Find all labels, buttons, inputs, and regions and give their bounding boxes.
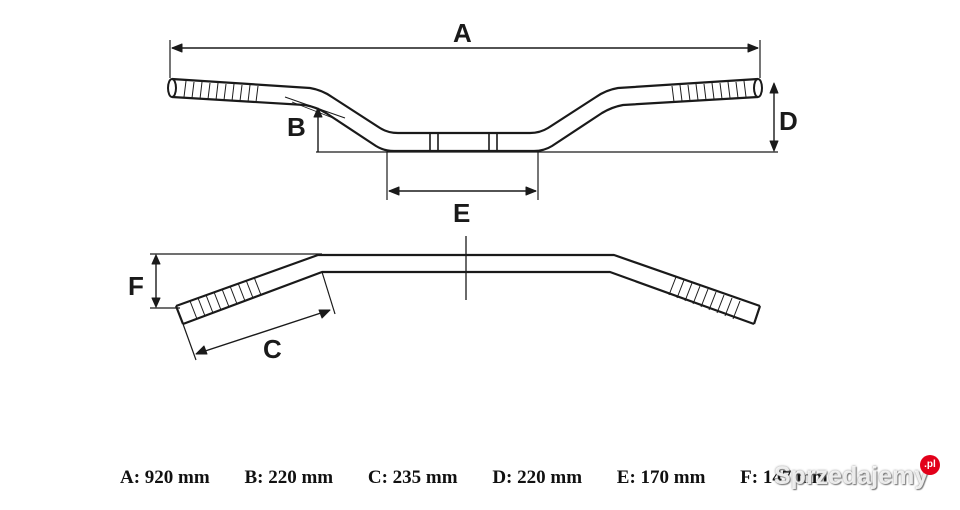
top-bar-top-edge xyxy=(175,253,761,308)
spec-list: A: 920 mm B: 220 mm C: 235 mm D: 220 mm … xyxy=(120,467,858,495)
dimension-c-arrow-right xyxy=(318,309,331,319)
dimension-d-arrow-top xyxy=(769,82,779,94)
front-view xyxy=(167,40,779,200)
dimension-c-ext-left xyxy=(182,323,197,361)
handlebar-diagram: A B D E F C xyxy=(128,18,798,364)
label-f: F xyxy=(128,271,144,301)
clamp-marker-left xyxy=(429,132,439,152)
label-a: A xyxy=(453,18,472,48)
top-bar-right-end xyxy=(752,305,762,325)
watermark-badge: .pl xyxy=(920,455,940,475)
dimension-a-arrow-right xyxy=(747,43,759,53)
top-view xyxy=(150,236,762,361)
spec-f: F: 147 mm xyxy=(740,467,828,488)
front-bend-shade-2 xyxy=(291,101,339,121)
dimension-f-arrow-bottom xyxy=(151,297,161,308)
dimension-f-arrow-top xyxy=(151,254,161,265)
spec-a: A: 920 mm xyxy=(120,467,210,488)
label-b: B xyxy=(287,112,306,142)
dimension-c-line xyxy=(195,309,331,355)
spec-e: E: 170 mm xyxy=(616,467,706,488)
front-bar-top-edge xyxy=(171,77,759,135)
dimension-a-arrow-left xyxy=(171,43,183,53)
front-left-knurl xyxy=(183,80,259,103)
dimension-e-arrow-right xyxy=(525,186,537,196)
dimension-c-ext-right xyxy=(321,271,336,315)
clamp-marker-right xyxy=(488,132,498,152)
dimension-d-arrow-bottom xyxy=(769,140,779,152)
watermark-text: Sprzedajemy xyxy=(774,462,929,490)
dimension-e-arrow-left xyxy=(388,186,400,196)
front-bar-right-end xyxy=(753,78,763,98)
top-left-knurl xyxy=(189,276,262,320)
front-bar-left-end xyxy=(167,78,177,98)
label-c: C xyxy=(263,334,282,364)
dimension-b-arrow-top xyxy=(313,107,323,118)
spec-d: D: 220 mm xyxy=(492,467,583,488)
front-bend-shade xyxy=(284,96,346,119)
top-bar-left-end xyxy=(174,305,185,325)
spec-c: C: 235 mm xyxy=(367,467,458,488)
front-bar-bottom-edge xyxy=(171,95,759,153)
label-d: D xyxy=(779,106,798,136)
top-bar-bottom-edge xyxy=(182,270,755,326)
dimension-c-arrow-left xyxy=(195,345,208,355)
label-e: E xyxy=(453,198,470,228)
front-right-knurl xyxy=(671,80,747,103)
top-right-knurl xyxy=(668,276,741,320)
spec-b: B: 220 mm xyxy=(244,467,334,488)
